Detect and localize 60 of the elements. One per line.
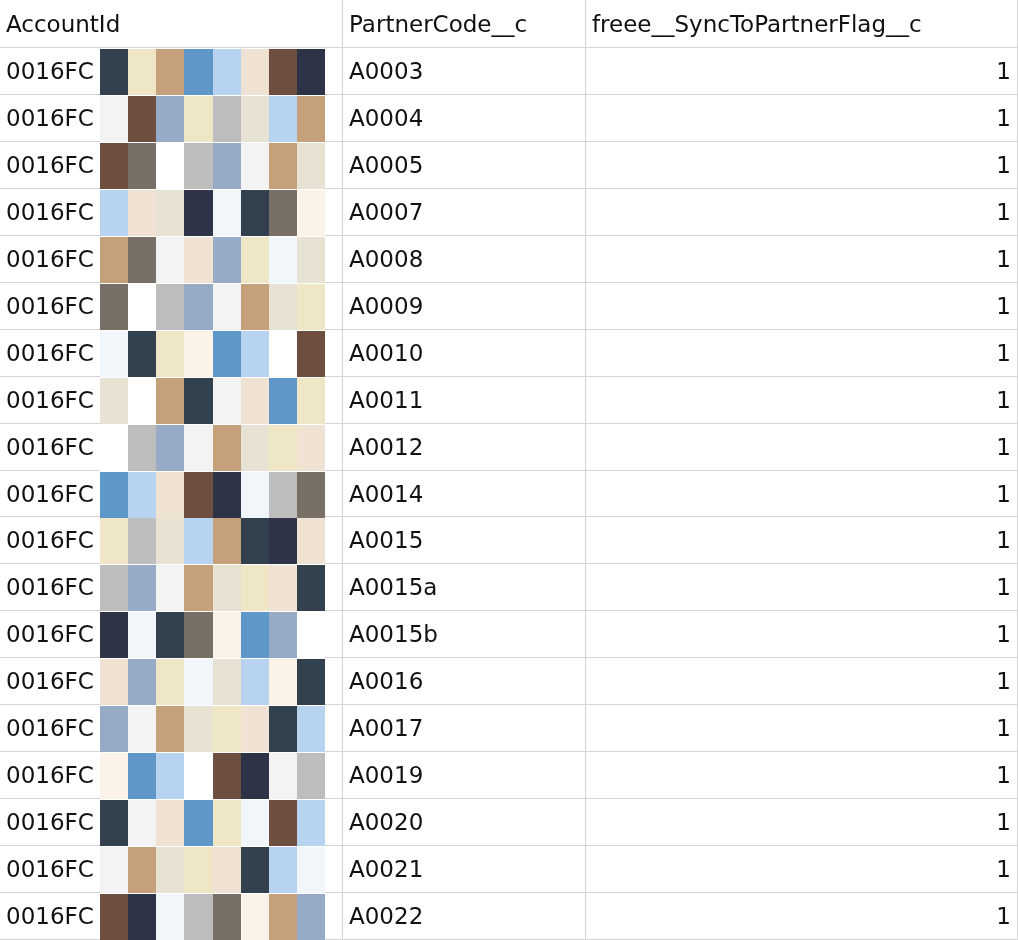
table-cell-text: 1 [996, 621, 1011, 648]
table-cell-text: A0005 [349, 151, 424, 178]
table-cell-text: 0016FC [6, 574, 94, 601]
table-cell-text: 1 [996, 762, 1011, 789]
table-cell-text: A0010 [349, 339, 424, 366]
table-cell-text: A0017 [349, 715, 424, 742]
table-cell-text: 1 [996, 245, 1011, 272]
table-cell-text: 1 [996, 151, 1011, 178]
table-cell-text: 0016FC [6, 292, 94, 319]
table-cell-text: A0021 [349, 856, 424, 883]
table-cell-text: 0016FC [6, 480, 94, 507]
table-cell-text: 0016FC [6, 245, 94, 272]
table-cell-text: 0016FC [6, 151, 94, 178]
table-cell-text: A0008 [349, 245, 424, 272]
table-cell-text: A0015a [349, 574, 438, 601]
table-cell-text: A0007 [349, 198, 424, 225]
table-cell-text: 0016FC [6, 903, 94, 930]
table-cell-text: A0020 [349, 809, 424, 836]
column-header: AccountId [6, 11, 121, 37]
table-cell-text: 1 [996, 903, 1011, 930]
table-cell-text: A0003 [349, 58, 424, 84]
table-cell-text: 0016FC [6, 668, 94, 695]
table-cell-text: 0016FC [6, 715, 94, 742]
table-cell-text: 0016FC [6, 339, 94, 366]
table-cell-text: A0012 [349, 433, 424, 460]
table-cell-text: 1 [996, 527, 1011, 554]
table-cell-text: 0016FC [6, 856, 94, 883]
column-header: PartnerCode__c [349, 11, 528, 37]
table-cell-text: A0014 [349, 480, 424, 507]
column-header: freee__SyncToPartnerFlag__c [592, 11, 922, 37]
table-cell-text: 0016FC [6, 809, 94, 836]
table-cell-text: 0016FC [6, 198, 94, 225]
table-cell-text: 1 [996, 480, 1011, 507]
table-cell-text: 1 [996, 668, 1011, 695]
table-cell-text: 1 [996, 339, 1011, 366]
table-cell-text: 1 [996, 58, 1011, 84]
table-cell-text: 1 [996, 856, 1011, 883]
table-cell-text: 0016FC [6, 386, 94, 413]
table-cell-text: 1 [996, 292, 1011, 319]
table-cell-text: A0019 [349, 762, 424, 789]
table-cell-text: A0015 [349, 527, 424, 554]
table-cell-text: A0009 [349, 292, 424, 319]
table-cell-text: 0016FC [6, 527, 94, 554]
table-cell-text: 0016FC [6, 104, 94, 131]
table-cell-text: 1 [996, 198, 1011, 225]
table-cell-text: 1 [996, 386, 1011, 413]
table-cell-text: 0016FC [6, 58, 94, 84]
table-cell-text: 0016FC [6, 433, 94, 460]
table-cell-text: 1 [996, 104, 1011, 131]
table-cell-text: 1 [996, 433, 1011, 460]
table-cell-text: A0022 [349, 903, 424, 930]
table-cell-text: A0011 [349, 386, 424, 413]
table-cell-text: 1 [996, 715, 1011, 742]
table-cell-text: 1 [996, 574, 1011, 601]
table-cell-text: A0015b [349, 621, 438, 648]
table-cell-text: A0016 [349, 668, 424, 695]
table-cell-text: 0016FC [6, 621, 94, 648]
table-cell-text: 0016FC [6, 762, 94, 789]
table-cell-text: 1 [996, 809, 1011, 836]
table-cell-text: A0004 [349, 104, 424, 131]
